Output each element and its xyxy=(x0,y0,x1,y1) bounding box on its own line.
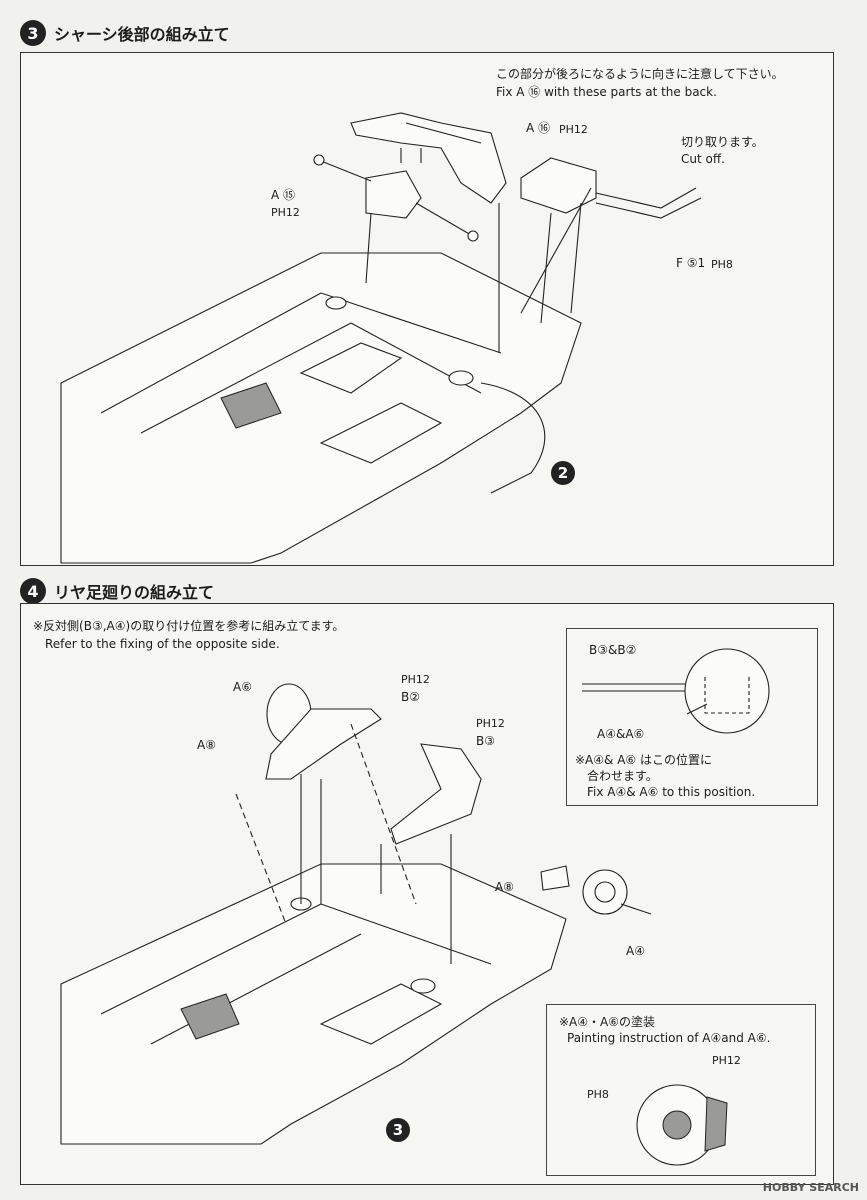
step3-title: シャーシ後部の組み立て xyxy=(54,25,230,44)
step4-panel: ※反対側(B③,A④)の取り付け位置を参考に組み立てます。 Refer to t… xyxy=(20,603,834,1185)
step4-diagram xyxy=(60,683,652,1145)
inset-painting-title-jp: ※A④・A⑥の塗装 xyxy=(559,1015,655,1029)
inset-painting-ph8: PH8 xyxy=(587,1088,609,1101)
inset-position-label-a: A④&A⑥ xyxy=(597,727,645,741)
step4-label-a6: A⑥ xyxy=(233,680,252,694)
step4-label-b3: B③ xyxy=(476,734,495,748)
step4-number: 4 xyxy=(20,578,46,604)
step4-inset-position: B③&B② A④&A⑥ ※A④& A⑥ はこの位置に 合わせます。 Fix A④… xyxy=(566,628,818,806)
step3-cut-jp: 切り取ります。 xyxy=(681,135,764,149)
step3-header: 3 シャーシ後部の組み立て xyxy=(20,20,230,46)
step3-number: 3 xyxy=(20,20,46,46)
step4-note-jp: ※反対側(B③,A④)の取り付け位置を参考に組み立てます。 xyxy=(33,619,345,633)
inset-painting-title-en: Painting instruction of A④and A⑥. xyxy=(567,1031,771,1045)
step3-paint-a15: PH12 xyxy=(271,206,300,219)
step3-note-jp: この部分が後ろになるように向きに注意して下さい。 xyxy=(496,67,784,81)
step4-inset-painting: ※A④・A⑥の塗装 Painting instruction of A④and … xyxy=(546,1004,816,1176)
step4-ref-number: 3 xyxy=(386,1118,410,1142)
inset-position-diagram xyxy=(582,648,770,734)
step3-label-a15: A ⑮ xyxy=(271,188,296,202)
inset-position-note-jp2: 合わせます。 xyxy=(587,769,658,783)
step4-label-b2: B② xyxy=(401,690,420,704)
step3-paint-f51: PH8 xyxy=(711,258,733,271)
step3-diagram xyxy=(60,112,702,564)
step3-label-f51: F ⑤1 xyxy=(676,256,706,270)
inset-position-note-jp: ※A④& A⑥ はこの位置に xyxy=(575,753,712,767)
step3-ref-number: 2 xyxy=(551,461,575,485)
step4-note-en: Refer to the fixing of the opposite side… xyxy=(45,637,280,651)
inset-painting-ph12: PH12 xyxy=(712,1054,741,1067)
step3-cut-en: Cut off. xyxy=(681,152,725,166)
step4-paint-b3: PH12 xyxy=(476,717,505,730)
inset-painting-diagram xyxy=(636,1084,728,1166)
watermark: HOBBY SEARCH xyxy=(762,1181,859,1194)
step3-note-en: Fix A ⑯ with these parts at the back. xyxy=(496,85,717,99)
step4-title: リヤ足廻りの組み立て xyxy=(54,583,215,602)
step3-paint-a16: PH12 xyxy=(559,123,588,136)
step4-header: 4 リヤ足廻りの組み立て xyxy=(20,578,214,604)
step3-panel: この部分が後ろになるように向きに注意して下さい。 Fix A ⑯ with th… xyxy=(20,52,834,566)
step4-paint-b2: PH12 xyxy=(401,673,430,686)
step4-label-a4: A④ xyxy=(626,944,645,958)
step4-label-a8-right: A⑧ xyxy=(495,880,514,894)
step4-label-a8-left: A⑧ xyxy=(197,738,216,752)
inset-position-note-en: Fix A④& A⑥ to this position. xyxy=(587,785,756,799)
step3-label-a16: A ⑯ xyxy=(526,121,551,135)
inset-position-label-b: B③&B② xyxy=(589,643,637,657)
